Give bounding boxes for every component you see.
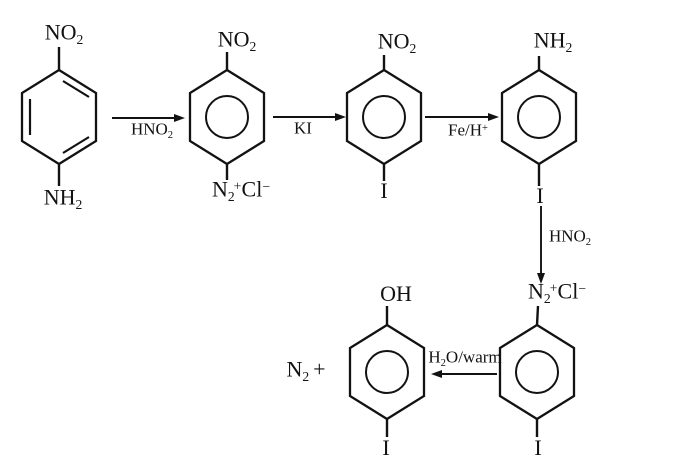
reagent-step2-ki: KI [294,118,312,138]
reaction-arrow-3 [425,113,499,121]
reagent-step1-hno2: HNO2 [130,119,174,141]
benzene-ring-6 [348,306,426,437]
label-c4-bottom-iodo: I [536,183,544,208]
benzene-ring-3 [345,55,423,181]
label-c6-top-oh: OH [380,281,412,306]
label-c1-bottom-nh2: NH2 [43,184,83,212]
label-c3-top-no2: NO2 [377,28,417,56]
bond-c5-top [535,305,540,326]
label-c6-bottom-iodo: I [382,435,390,460]
label-c5-top-diazonium: N2+Cl− [527,278,587,306]
label-c2-bottom-diazonium: N2+Cl− [211,176,271,204]
label-c1-top-no2: NO2 [44,19,84,47]
reaction-arrow-2 [273,113,346,121]
label-c2-top-no2: NO2 [217,26,257,54]
benzene-ring-4 [500,56,578,186]
benzene-ring-5 [498,305,576,437]
label-c5-bottom-iodo: I [534,435,542,460]
label-c3-bottom-iodo: I [380,178,388,203]
benzene-ring-1 [20,47,98,186]
label-byproduct-n2: N2+ [286,356,326,384]
benzene-ring-2 [188,52,266,180]
reagent-step4-hno2: HNO2 [548,226,592,248]
label-c4-top-nh2: NH2 [533,27,573,55]
reagent-step3-fe-h: Fe/H+ [448,120,488,140]
reaction-arrow-1 [112,114,185,122]
reaction-arrow-4-down [537,206,545,284]
reagent-step5-h2o-warm: H2O/warm [428,347,502,369]
reaction-arrow-5-left [431,370,497,378]
